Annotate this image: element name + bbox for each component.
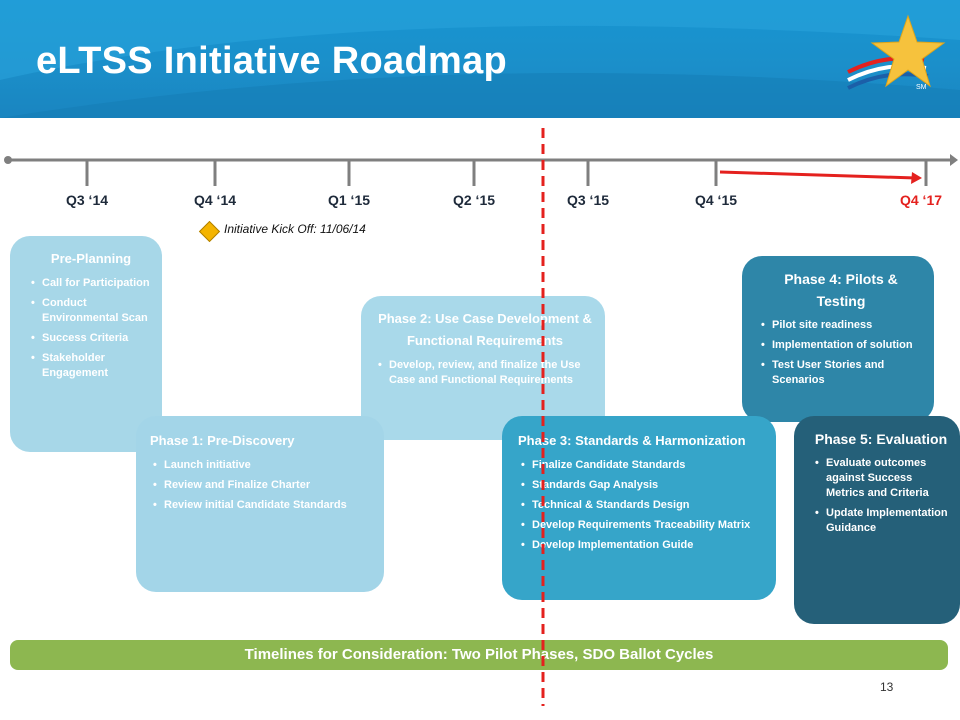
page-title: eLTSS Initiative Roadmap — [36, 40, 508, 82]
list-item: Conduct Environmental Scan — [31, 296, 154, 326]
phase-5-evaluation: Phase 5: Evaluation Evaluate outcomes ag… — [794, 416, 960, 624]
phase-items: Evaluate outcomes against Success Metric… — [812, 456, 950, 536]
timeline-axis — [4, 154, 958, 186]
quarter-label-q3-15: Q3 ‘15 — [566, 192, 610, 208]
phase-title: Phase 1: Pre-Discovery — [150, 433, 295, 448]
list-item: Develop, review, and finalize the Use Ca… — [378, 358, 595, 388]
list-item: Pilot site readiness — [761, 318, 924, 333]
quarter-label-q4-14: Q4 ‘14 — [193, 192, 237, 208]
list-item: Develop Implementation Guide — [521, 538, 766, 553]
phase-pre-planning: Pre-Planning Call for Participation Cond… — [10, 236, 162, 452]
list-item: Update Implementation Guidance — [815, 506, 950, 536]
phase-items: Develop, review, and finalize the Use Ca… — [375, 358, 595, 388]
timeline-banner: Timelines for Consideration: Two Pilot P… — [10, 640, 948, 670]
phase-title: Pre-Planning — [50, 251, 132, 266]
star-logo-icon — [847, 14, 946, 90]
kickoff-label: Initiative Kick Off: 11/06/14 — [224, 222, 366, 236]
quarter-label-q2-15: Q2 ‘15 — [452, 192, 496, 208]
header-swoosh — [0, 0, 960, 118]
list-item: Implementation of solution — [761, 338, 924, 353]
list-item: Success Criteria — [31, 331, 154, 346]
header-bar: eLTSS Initiative Roadmap SM — [0, 0, 960, 118]
quarter-label-q1-15: Q1 ‘15 — [327, 192, 371, 208]
phase-title: Phase 4: Pilots & Testing — [784, 271, 898, 309]
page-number: 13 — [880, 680, 894, 694]
list-item: Test User Stories and Scenarios — [761, 358, 924, 388]
list-item: Finalize Candidate Standards — [521, 458, 766, 473]
list-item: Call for Participation — [31, 276, 154, 291]
phase-title: Phase 5: Evaluation — [814, 431, 948, 447]
list-item: Review and Finalize Charter — [153, 478, 374, 493]
phase-items: Launch initiative Review and Finalize Ch… — [150, 458, 374, 513]
list-item: Review initial Candidate Standards — [153, 498, 374, 513]
quarter-label-q4-15: Q4 ‘15 — [694, 192, 738, 208]
list-item: Stakeholder Engagement — [31, 351, 154, 381]
list-item: Standards Gap Analysis — [521, 478, 766, 493]
phase-3-standards: Phase 3: Standards & Harmonization Final… — [502, 416, 776, 600]
list-item: Launch initiative — [153, 458, 374, 473]
list-item: Develop Requirements Traceability Matrix — [521, 518, 766, 533]
phase-items: Finalize Candidate Standards Standards G… — [518, 458, 766, 553]
list-item: Evaluate outcomes against Success Metric… — [815, 456, 950, 501]
phase-1-pre-discovery: Phase 1: Pre-Discovery Launch initiative… — [136, 416, 384, 592]
phase-items: Call for Participation Conduct Environme… — [28, 276, 154, 381]
service-mark-label: SM — [916, 84, 927, 91]
phase-2-use-case: Phase 2: Use Case Development & Function… — [361, 296, 605, 440]
phase-title: Phase 3: Standards & Harmonization — [518, 433, 746, 448]
phase-4-pilots: Phase 4: Pilots & Testing Pilot site rea… — [742, 256, 934, 422]
quarter-label-q3-14: Q3 ‘14 — [65, 192, 109, 208]
phase-title: Phase 2: Use Case Development & Function… — [378, 311, 592, 348]
kickoff-diamond-icon — [198, 220, 221, 243]
quarter-label-q4-17: Q4 ‘17 — [899, 192, 943, 208]
phase-items: Pilot site readiness Implementation of s… — [758, 318, 924, 388]
list-item: Technical & Standards Design — [521, 498, 766, 513]
